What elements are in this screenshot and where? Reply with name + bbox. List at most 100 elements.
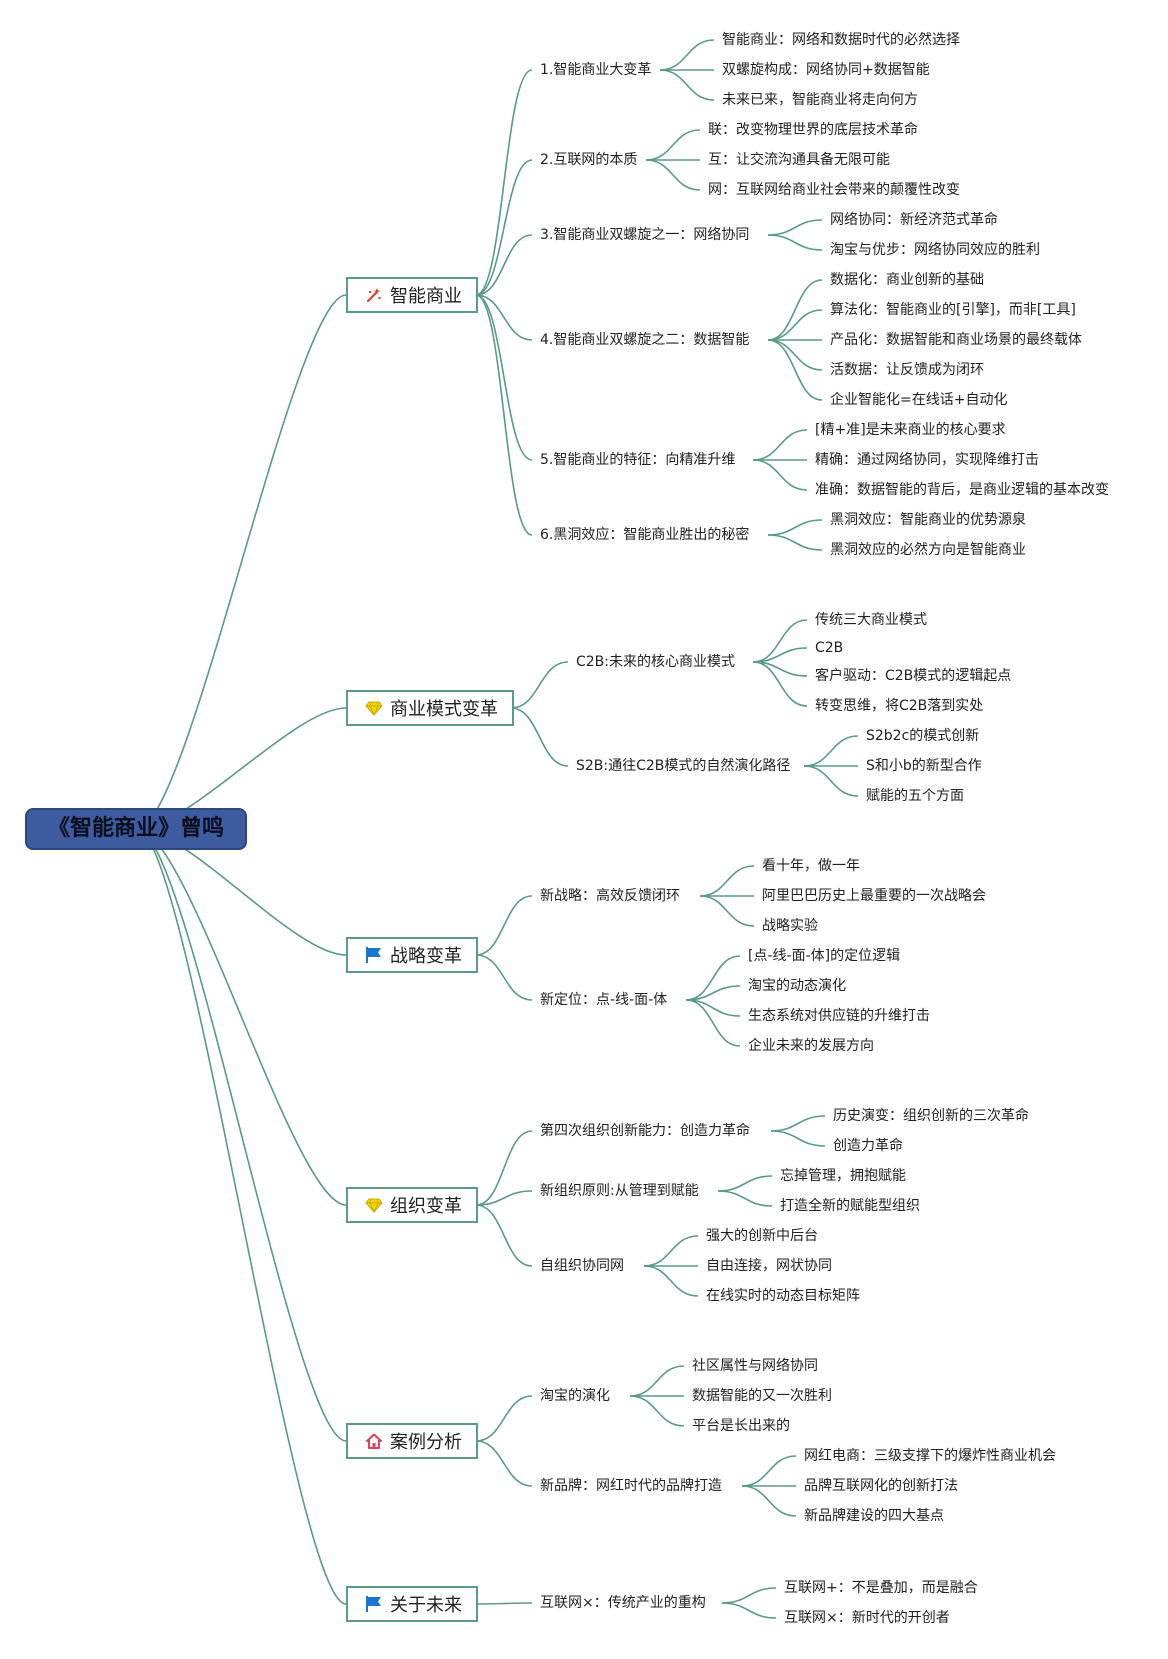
sub-leaf-connector: [770, 1130, 826, 1147]
sub-leaf-connector: [752, 429, 808, 461]
sub-topic-label[interactable]: 第四次组织创新能力：创造力革命: [540, 1123, 750, 1139]
leaf-label[interactable]: 产品化：数据智能和商业场景的最终载体: [830, 332, 1082, 348]
root-branch-connector: [136, 828, 347, 1442]
sub-leaf-connector: [659, 39, 715, 71]
root-node[interactable]: 《智能商业》曾鸣: [25, 808, 247, 850]
sub-leaf-connector: [629, 1395, 685, 1427]
leaf-label[interactable]: 准确：数据智能的背后，是商业逻辑的基本改变: [815, 482, 1109, 498]
sub-topic-label[interactable]: S2B:通往C2B模式的自然演化路径: [576, 758, 791, 774]
leaf-label[interactable]: 创造力革命: [833, 1138, 903, 1154]
branch-sub-connector: [475, 159, 533, 296]
branch-node[interactable]: 商业模式变革: [346, 690, 514, 726]
leaf-label[interactable]: 赋能的五个方面: [866, 788, 964, 804]
leaf-label[interactable]: 企业智能化=在线话+自动化: [830, 392, 1008, 408]
sub-leaf-connector: [643, 1235, 699, 1267]
sub-topic-label[interactable]: 新战略：高效反馈闭环: [540, 888, 680, 904]
leaf-label[interactable]: 互联网+：不是叠加，而是融合: [784, 1580, 978, 1596]
branch-node[interactable]: 战略变革: [346, 937, 478, 973]
leaf-label[interactable]: 传统三大商业模式: [815, 612, 927, 628]
sub-topic-label[interactable]: 新定位：点-线-面-体: [540, 992, 668, 1008]
sub-leaf-connector: [770, 1115, 826, 1132]
leaf-label[interactable]: 双螺旋构成：网络协同+数据智能: [722, 62, 930, 78]
leaf-label[interactable]: 自由连接，网状协同: [706, 1258, 832, 1274]
leaf-label[interactable]: 算法化：智能商业的[引擎]，而非[工具]: [830, 302, 1076, 318]
leaf-label[interactable]: 新品牌建设的四大基点: [804, 1508, 944, 1524]
branch-sub-connector: [475, 234, 533, 296]
leaf-label[interactable]: [点-线-面-体]的定位逻辑: [748, 948, 901, 964]
leaf-label[interactable]: 强大的创新中后台: [706, 1228, 818, 1244]
leaf-label[interactable]: 社区属性与网络协同: [692, 1358, 818, 1374]
branch-sub-connector: [475, 1190, 533, 1206]
leaf-label[interactable]: 黑洞效应：智能商业的优势源泉: [830, 512, 1026, 528]
sub-leaf-connector: [767, 339, 823, 371]
leaf-label[interactable]: 网红电商：三级支撑下的爆炸性商业机会: [804, 1448, 1056, 1464]
leaf-label[interactable]: S和小b的新型合作: [866, 758, 982, 774]
leaf-label[interactable]: 品牌互联网化的创新打法: [804, 1478, 958, 1494]
branch-sub-connector: [475, 1204, 533, 1267]
leaf-label[interactable]: 精确：通过网络协同，实现降维打击: [815, 452, 1039, 468]
leaf-label[interactable]: [精+准]是未来商业的核心要求: [815, 422, 1006, 438]
sub-leaf-connector: [767, 219, 823, 236]
sub-leaf-connector: [659, 69, 715, 101]
branch-node[interactable]: 关于未来: [346, 1586, 478, 1622]
leaf-label[interactable]: 活数据：让反馈成为闭环: [830, 362, 984, 378]
sub-topic-label[interactable]: 6.黑洞效应：智能商业胜出的秘密: [540, 527, 750, 543]
leaf-label[interactable]: 在线实时的动态目标矩阵: [706, 1288, 860, 1304]
sub-topic-label[interactable]: 4.智能商业双螺旋之二：数据智能: [540, 332, 750, 348]
sub-leaf-connector: [699, 865, 755, 897]
leaf-label[interactable]: 淘宝与优步：网络协同效应的胜利: [830, 242, 1040, 258]
diamond-icon: [364, 1195, 384, 1215]
leaf-label[interactable]: 阿里巴巴历史上最重要的一次战略会: [762, 888, 986, 904]
leaf-label[interactable]: 平台是长出来的: [692, 1418, 790, 1434]
sub-leaf-connector: [767, 309, 823, 341]
leaf-label[interactable]: 网络协同：新经济范式革命: [830, 212, 998, 228]
sub-topic-label[interactable]: C2B:未来的核心商业模式: [576, 654, 736, 670]
leaf-label[interactable]: 互联网×：新时代的开创者: [784, 1610, 950, 1626]
leaf-label[interactable]: 忘掉管理，拥抱赋能: [780, 1168, 906, 1184]
diamond-icon: [364, 698, 384, 718]
leaf-label[interactable]: 未来已来，智能商业将走向何方: [722, 92, 918, 108]
leaf-label[interactable]: 数据化：商业创新的基础: [830, 272, 984, 288]
sub-topic-label[interactable]: 新品牌：网红时代的品牌打造: [540, 1478, 722, 1494]
branch-node[interactable]: 组织变革: [346, 1187, 478, 1223]
branch-node[interactable]: 智能商业: [346, 277, 478, 313]
leaf-label[interactable]: 企业未来的发展方向: [748, 1038, 874, 1054]
leaf-label[interactable]: 战略实验: [762, 918, 818, 934]
sub-leaf-connector: [741, 1455, 797, 1487]
sub-leaf-connector: [645, 159, 701, 191]
sub-topic-label[interactable]: 淘宝的演化: [540, 1388, 610, 1404]
leaf-label[interactable]: 生态系统对供应链的升维打击: [748, 1008, 930, 1024]
branch-node[interactable]: 案例分析: [346, 1423, 478, 1459]
root-branch-connector: [136, 828, 347, 1206]
sub-topic-label[interactable]: 2.互联网的本质: [540, 152, 638, 168]
leaf-label[interactable]: 转变思维，将C2B落到实处: [815, 698, 984, 714]
leaf-label[interactable]: C2B: [815, 640, 844, 656]
leaf-label[interactable]: 黑洞效应的必然方向是智能商业: [830, 542, 1026, 558]
leaf-label[interactable]: 看十年，做一年: [762, 858, 860, 874]
leaf-label[interactable]: 智能商业：网络和数据时代的必然选择: [722, 32, 960, 48]
sub-leaf-connector: [685, 955, 741, 1001]
leaf-label[interactable]: 客户驱动：C2B模式的逻辑起点: [815, 668, 1012, 684]
sub-topic-label[interactable]: 1.智能商业大变革: [540, 62, 652, 78]
branch-sub-connector: [475, 954, 533, 1001]
leaf-label[interactable]: 网：互联网给商业社会带来的颠覆性改变: [708, 182, 960, 198]
sub-topic-label[interactable]: 自组织协同网: [540, 1258, 624, 1274]
sub-leaf-connector: [643, 1265, 699, 1297]
sub-leaf-connector: [699, 895, 755, 927]
leaf-label[interactable]: 联：改变物理世界的底层技术革命: [708, 122, 918, 138]
sub-topic-label[interactable]: 互联网×：传统产业的重构: [540, 1595, 706, 1611]
sub-leaf-connector: [721, 1587, 777, 1604]
sub-topic-label[interactable]: 3.智能商业双螺旋之一：网络协同: [540, 227, 750, 243]
sub-topic-label[interactable]: 新组织原则:从管理到赋能: [540, 1183, 699, 1199]
leaf-label[interactable]: S2b2c的模式创新: [866, 728, 980, 744]
leaf-label[interactable]: 数据智能的又一次胜利: [692, 1388, 832, 1404]
leaf-label[interactable]: 淘宝的动态演化: [748, 978, 846, 994]
leaf-label[interactable]: 互：让交流沟通具备无限可能: [708, 152, 890, 168]
leaf-label[interactable]: 历史演变：组织创新的三次革命: [833, 1108, 1029, 1124]
leaf-label[interactable]: 打造全新的赋能型组织: [780, 1198, 920, 1214]
sub-leaf-connector: [752, 661, 808, 707]
branch-label: 智能商业: [390, 286, 462, 307]
sub-leaf-connector: [803, 765, 859, 797]
flag-icon: [364, 1594, 384, 1614]
sub-topic-label[interactable]: 5.智能商业的特征：向精准升维: [540, 452, 736, 468]
